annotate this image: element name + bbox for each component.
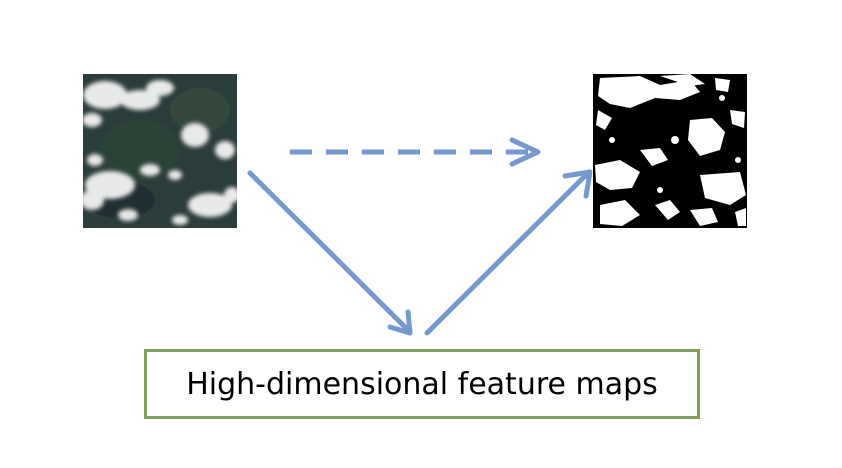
satellite-image-icon — [83, 74, 237, 228]
up-arrow-icon — [424, 169, 593, 336]
feature-maps-label: High-dimensional feature maps — [186, 366, 658, 402]
dashed-arrow-icon — [290, 137, 541, 167]
cloud-mask-icon — [593, 74, 747, 228]
down-arrow-icon — [247, 170, 413, 336]
feature-maps-box: High-dimensional feature maps — [144, 349, 700, 419]
